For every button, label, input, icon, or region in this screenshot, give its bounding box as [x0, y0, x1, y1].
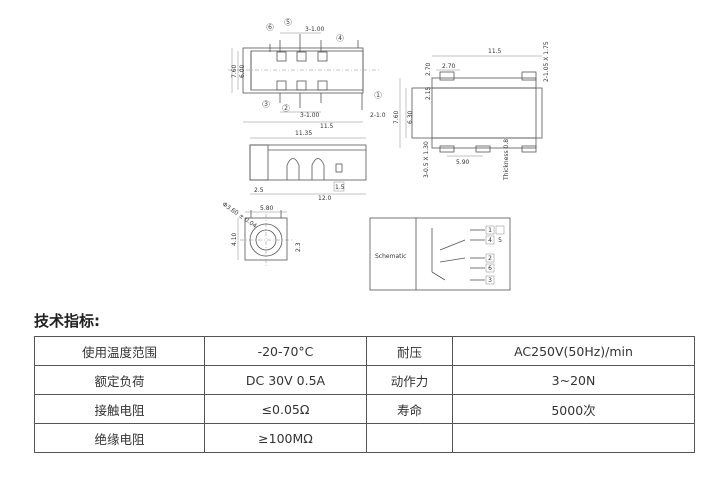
side-thickness: Thickness 0.8 — [503, 139, 510, 181]
spec-key: 耐压 — [366, 336, 453, 366]
profile-dim-a: 2.5 — [254, 187, 264, 194]
front-dia-dim: Φ3.60 ± 0.04 — [221, 201, 258, 230]
spec-value: AC250V(50Hz)/min — [452, 336, 695, 366]
schematic-pin-1: 1 — [488, 227, 492, 234]
spec-table: 使用温度范围 -20-70°C 耐压 AC250V(50Hz)/min 额定负荷… — [34, 336, 695, 453]
profile-top-dim: 11.35 — [295, 130, 312, 137]
schematic: Schematic 1 4 5 2 6 3 — [369, 217, 511, 291]
spec-value — [452, 423, 695, 453]
spec-key: 额定负荷 — [34, 365, 205, 395]
top-length-dim: 11.5 — [320, 123, 334, 130]
spec-value: DC 30V 0.5A — [204, 365, 367, 395]
top-view: 6 5 4 3 2 1 3-1.00 3-1.00 11.5 7.60 6.00… — [228, 18, 386, 130]
side-hole-b: 3-0.5 X 1.30 — [423, 141, 430, 178]
callout-1: 1 — [376, 92, 380, 99]
front-height-dim: 4.10 — [231, 232, 238, 246]
profile-dim-c: 1.5 — [335, 184, 345, 191]
side-offset-dim: 2.70 — [442, 63, 456, 70]
front-width-dim: 5.80 — [260, 205, 274, 212]
schematic-label: Schematic — [375, 253, 406, 260]
schematic-pin-5: 5 — [498, 237, 502, 244]
spec-value: 5000次 — [452, 394, 695, 424]
spec-value: ≤0.05Ω — [204, 394, 367, 424]
spec-value: ≥100MΩ — [204, 423, 367, 453]
top-height-b: 6.00 — [239, 64, 246, 78]
table-row: 接触电阻 ≤0.05Ω 寿命 5000次 — [34, 394, 695, 424]
side-hole-dim: 2-1.05 X 1.75 — [543, 41, 550, 82]
spec-value: -20-70°C — [204, 336, 367, 366]
schematic-pin-6: 6 — [488, 265, 492, 272]
profile-view: 11.35 2.5 12.0 1.5 — [249, 130, 367, 202]
side-pitch-dim: 5.90 — [456, 159, 470, 166]
callout-5: 5 — [286, 19, 290, 26]
schematic-pin-4: 4 — [488, 237, 492, 244]
profile-dim-b: 12.0 — [318, 195, 332, 202]
table-row: 使用温度范围 -20-70°C 耐压 AC250V(50Hz)/min — [34, 336, 695, 366]
schematic-pin-2: 2 — [488, 255, 492, 262]
top-pitch-dim: 3-1.00 — [305, 26, 325, 33]
spec-key: 动作力 — [366, 365, 453, 395]
spec-key: 寿命 — [366, 394, 453, 424]
side-a: 2.70 — [425, 62, 432, 76]
spec-key: 绝缘电阻 — [34, 423, 205, 453]
callout-6: 6 — [268, 24, 272, 31]
top-height-a: 7.60 — [231, 64, 238, 78]
callout-4: 4 — [338, 35, 342, 42]
table-row: 额定负荷 DC 30V 0.5A 动作力 3~20N — [34, 365, 695, 395]
spec-value: 3~20N — [452, 365, 695, 395]
front-view: Φ3.60 ± 0.04 5.80 4.10 2.3 — [221, 201, 302, 266]
table-row: 绝缘电阻 ≥100MΩ — [34, 423, 695, 453]
callout-3: 3 — [264, 101, 268, 108]
side-view: 11.5 2-1.05 X 1.75 2.70 2.70 2.15 7.60 6… — [393, 41, 550, 181]
side-height-a: 7.60 — [393, 110, 400, 124]
spec-key: 使用温度范围 — [34, 336, 205, 366]
front-side-dim: 2.3 — [295, 242, 302, 252]
technical-drawing: 6 5 4 3 2 1 3-1.00 3-1.00 11.5 7.60 6.00… — [221, 18, 550, 291]
top-pin-dim: 2-1.0 — [370, 112, 386, 119]
side-b: 2.15 — [425, 86, 432, 100]
spec-heading: 技术指标: — [34, 312, 100, 330]
callout-2: 2 — [284, 105, 288, 112]
side-height-b: 6.30 — [407, 110, 414, 124]
top-pitch-dim-bottom: 3-1.00 — [300, 112, 320, 119]
side-length-dim: 11.5 — [488, 48, 502, 55]
schematic-pin-3: 3 — [488, 277, 492, 284]
spec-key: 接触电阻 — [34, 394, 205, 424]
spec-key — [366, 423, 453, 453]
